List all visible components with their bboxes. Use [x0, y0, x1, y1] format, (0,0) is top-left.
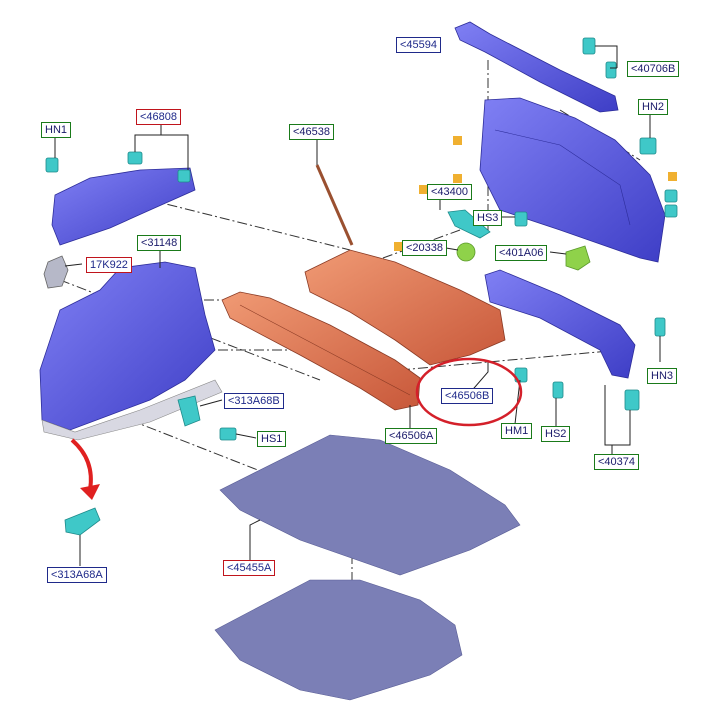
left-quarter-trim	[39, 261, 216, 431]
bracket-313a68b	[177, 395, 201, 427]
callout-hs3: HS3	[473, 210, 503, 226]
clip-hs3	[514, 211, 528, 227]
clip-40706b-b	[605, 61, 617, 79]
callout-40374: <40374	[594, 454, 640, 470]
callout-45455a: <45455A	[223, 560, 276, 576]
callout-hs1: HS1	[257, 431, 287, 447]
callout-46808: <46808	[136, 109, 182, 125]
callout-46506a: <46506A	[385, 428, 438, 444]
marker-dot	[453, 174, 462, 183]
marker-dot	[453, 136, 462, 145]
arrow-head	[80, 484, 100, 500]
left-trim-base-strip	[41, 379, 223, 441]
callout-hn1: HN1	[41, 122, 72, 138]
handle-43400	[447, 209, 491, 239]
clip-46808-b	[177, 169, 191, 183]
clip-right-a	[664, 189, 678, 203]
clip-hn2	[639, 137, 657, 155]
left-upper-trim	[51, 167, 196, 246]
callout-40706b: <40706B	[627, 61, 680, 77]
callout-401a06: <401A06	[495, 245, 548, 261]
marker-dot	[668, 172, 677, 181]
clip-46808-a	[127, 151, 143, 165]
callout-hs2: HS2	[541, 426, 571, 442]
clip-hn3	[654, 317, 666, 337]
floor-mat-lower	[214, 579, 463, 701]
highlight-ring	[415, 357, 523, 427]
clip-right-b	[664, 204, 678, 218]
callout-hn3: HN3	[647, 368, 678, 384]
callout-313a68b: <313A68B	[224, 393, 284, 409]
parcel-shelf-upper	[304, 249, 506, 366]
clip-hn1	[45, 157, 59, 173]
tailgate-top-strip	[454, 21, 619, 113]
callout-17k922: 17K922	[86, 257, 132, 273]
arrow-down-icon	[70, 438, 93, 491]
clip-hs2	[552, 381, 564, 399]
floor-mat-upper	[219, 434, 521, 576]
shelf-seam	[239, 304, 411, 396]
bumper-20338	[456, 242, 476, 262]
marker-dot	[394, 242, 403, 251]
callout-20338: <20338	[402, 240, 448, 256]
clip-group	[45, 37, 678, 536]
callout-46538: <46538	[289, 124, 335, 140]
callout-hm1: HM1	[501, 423, 533, 439]
small-access-cover	[43, 255, 69, 289]
bumper-401a06	[565, 245, 591, 271]
callout-43400: <43400	[427, 184, 473, 200]
right-sill-trim	[484, 269, 636, 379]
bracket-313a68a	[64, 507, 101, 536]
clip-40706b-a	[582, 37, 596, 55]
shelf-support-rod	[315, 164, 354, 246]
marker-dot	[419, 185, 428, 194]
tailgate-trim-panel	[479, 97, 666, 263]
callout-31148: <31148	[137, 235, 182, 251]
clip-hs1	[219, 427, 237, 441]
callout-45594: <45594	[396, 37, 442, 53]
callout-313a68a: <313A68A	[47, 567, 107, 583]
callout-46506b: <46506B	[441, 388, 494, 404]
callout-hn2: HN2	[638, 99, 669, 115]
clip-40374	[624, 389, 640, 411]
tailgate-panel-contour	[494, 129, 631, 226]
